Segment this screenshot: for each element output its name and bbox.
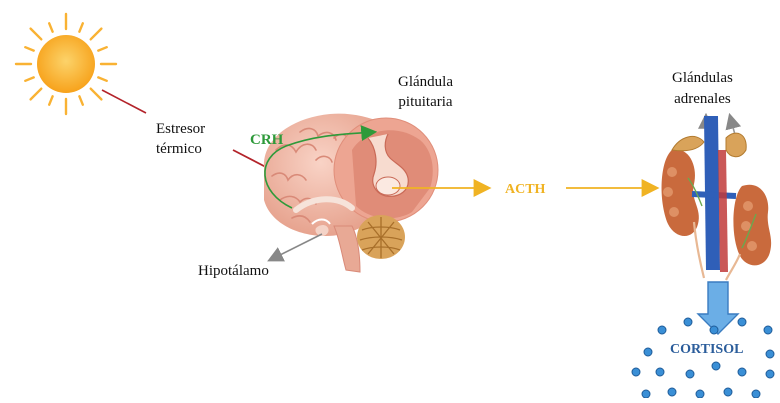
crh-label: CRH <box>250 131 283 150</box>
cortisol-dot <box>712 362 720 370</box>
cortisol-dot <box>644 348 652 356</box>
brain-illustration <box>264 114 438 272</box>
sun-ray <box>49 23 52 31</box>
estresor-line-2: térmico <box>156 139 205 159</box>
cortisol-dot <box>710 326 718 334</box>
cortisol-dot <box>738 368 746 376</box>
stress-connector-line <box>102 90 146 113</box>
glandulas-adrenales-label: Glándulas adrenales <box>672 68 733 110</box>
cortisol-dot <box>724 388 732 396</box>
estresor-termico-label: Estresor térmico <box>156 119 205 159</box>
sun-ray <box>49 96 52 104</box>
glandula-pituitaria-label: Glándula pituitaria <box>398 72 453 112</box>
cortisol-dot <box>752 390 760 398</box>
sun-ray <box>79 96 82 104</box>
cortisol-dot <box>632 368 640 376</box>
sun-ray <box>25 77 33 80</box>
adrenales-line-2: adrenales <box>672 89 733 110</box>
cortisol-dot <box>696 390 704 398</box>
cortisol-dot <box>684 318 692 326</box>
sun-icon <box>16 14 116 114</box>
pituitaria-line-2: pituitaria <box>398 92 453 112</box>
sun-ray <box>31 29 42 40</box>
sun-ray <box>25 47 33 50</box>
cortisol-dot <box>738 318 746 326</box>
cortisol-down-arrow <box>698 282 738 334</box>
acth-label: ACTH <box>505 180 545 199</box>
adrenales-line-1: Glándulas <box>672 68 733 89</box>
cortisol-dot <box>642 390 650 398</box>
cortisol-dot <box>668 388 676 396</box>
hipotalamo-label: Hipotálamo <box>198 262 269 281</box>
cortisol-dot <box>766 350 774 358</box>
cortisol-dot <box>656 368 664 376</box>
sun-ray <box>79 23 82 31</box>
hipotalamo-pointer <box>270 234 322 260</box>
cortisol-dot <box>658 326 666 334</box>
estresor-line-1: Estresor <box>156 119 205 139</box>
sun-ray <box>31 89 42 100</box>
cortisol-dot <box>766 370 774 378</box>
sun-ray <box>91 89 102 100</box>
sun-ray <box>91 29 102 40</box>
cortisol-label: CORTISOL <box>670 340 743 359</box>
adrenal-kidney-illustration <box>662 116 772 280</box>
cortisol-dot <box>764 326 772 334</box>
pituitaria-line-1: Glándula <box>398 72 453 92</box>
sun-ray <box>98 47 106 50</box>
cortisol-dot <box>686 370 694 378</box>
sun-ray <box>98 77 106 80</box>
